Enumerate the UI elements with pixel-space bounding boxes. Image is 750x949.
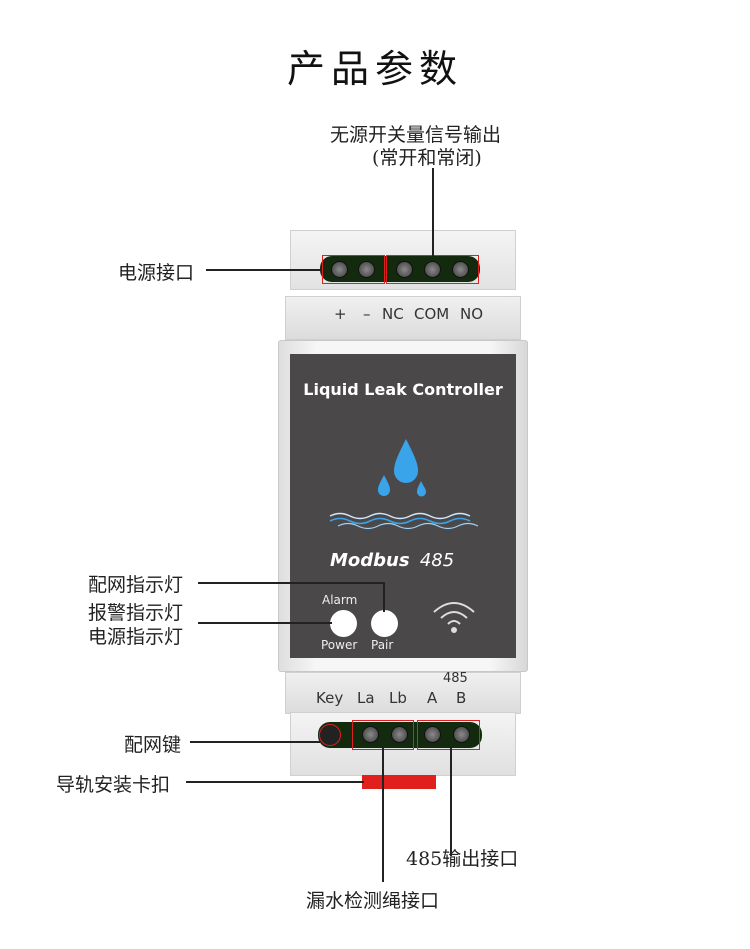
device-top-neck: [285, 296, 521, 340]
leader-line: [186, 781, 364, 783]
leak-rope-port-label: 漏水检测绳接口: [306, 890, 440, 912]
leader-line: [190, 741, 320, 743]
switch-output-highlight: [386, 255, 479, 284]
leader-line: [450, 748, 452, 856]
terminal-key-label: Key: [316, 689, 344, 707]
device-name: Liquid Leak Controller: [303, 380, 503, 399]
leader-line: [432, 168, 434, 256]
switch-output-label: 无源开关量信号输出: [330, 124, 502, 146]
device-front-panel: [290, 354, 516, 658]
alarm-text: Alarm: [322, 593, 358, 607]
wifi-icon: [433, 602, 475, 633]
terminal-la-label: La: [357, 689, 375, 707]
terminal-screw: [358, 261, 375, 278]
terminal-485-group-label: 485: [443, 671, 468, 686]
page-title: 产品参数: [286, 47, 463, 91]
terminal-screw: [396, 261, 413, 278]
pair-led: [371, 610, 398, 637]
pair-key-label: 配网键: [124, 734, 182, 756]
pair-led-label: 配网指示灯: [88, 574, 184, 596]
din-rail-clip: [362, 775, 436, 789]
terminal-a-label: A: [427, 689, 438, 707]
switch-output-sublabel: (常开和常闭): [372, 147, 482, 169]
leader-line: [206, 269, 322, 271]
rs485-port-highlight: [417, 720, 480, 750]
alarm-power-led: [330, 610, 357, 637]
leak-rope-port-highlight: [352, 720, 414, 750]
terminal-screw: [424, 261, 441, 278]
terminal-screw: [452, 261, 469, 278]
power-led-label: 电源指示灯: [88, 626, 184, 648]
terminal-nc-label: NC: [382, 305, 404, 323]
power-port-label: 电源接口: [118, 262, 195, 284]
pair-text: Pair: [371, 638, 394, 652]
leader-line: [198, 582, 384, 584]
modbus-brand: Modbus 485: [330, 550, 454, 571]
alarm-led-label: 报警指示灯: [88, 602, 184, 624]
rail-clip-label: 导轨安装卡扣: [56, 774, 171, 796]
wave-icon: [329, 512, 479, 530]
terminal-plus-label: +: [334, 305, 347, 323]
modbus-485: 485: [419, 550, 455, 571]
pair-key-button[interactable]: [319, 724, 341, 746]
rs485-port-label: 485输出接口: [406, 848, 519, 870]
terminal-minus-label: –: [363, 305, 371, 323]
water-drop-icon: [378, 439, 426, 497]
terminal-screw: [391, 726, 408, 743]
power-text: Power: [321, 638, 358, 652]
leader-line: [383, 582, 385, 612]
terminal-screw: [424, 726, 441, 743]
power-port-highlight: [322, 255, 385, 284]
modbus-word: Modbus: [330, 550, 410, 571]
terminal-com-label: COM: [414, 305, 450, 323]
leader-line: [382, 748, 384, 882]
terminal-lb-label: Lb: [389, 689, 407, 707]
terminal-screw: [362, 726, 379, 743]
leader-line: [198, 622, 332, 624]
terminal-screw: [453, 726, 470, 743]
terminal-screw: [331, 261, 348, 278]
terminal-b-label: B: [456, 689, 467, 707]
terminal-no-label: NO: [460, 305, 484, 323]
